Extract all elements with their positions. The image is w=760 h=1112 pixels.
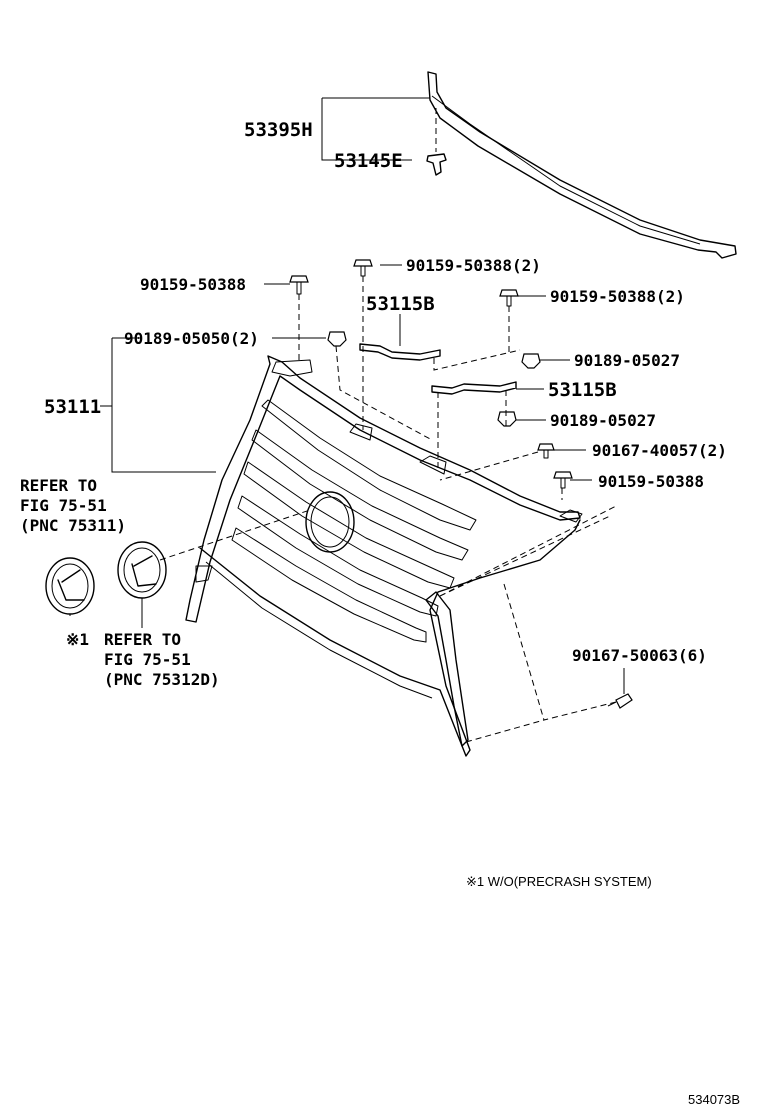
label-90167-50063-6: 90167-50063(6) xyxy=(572,646,707,665)
label-90189-05027-b: 90189-05027 xyxy=(550,411,656,430)
label-53115b-lower: 53115B xyxy=(548,379,617,401)
clip-90189-05050 xyxy=(327,331,347,347)
label-90159-50388-2-top: 90159-50388(2) xyxy=(406,256,541,275)
refer-left-line3: (PNC 75311) xyxy=(20,516,126,535)
seal-strip xyxy=(427,71,737,259)
screw-90167-50063 xyxy=(607,693,633,709)
refer-right-line3: (PNC 75312D) xyxy=(104,670,220,689)
label-53395h: 53395H xyxy=(244,119,313,141)
emblem-75312d xyxy=(117,541,167,599)
bracket-53115b-lower xyxy=(431,381,517,395)
refer-right-line1: REFER TO xyxy=(104,630,181,649)
label-90159-50388-left: 90159-50388 xyxy=(140,275,246,294)
emblem-75311 xyxy=(45,557,95,615)
label-90189-05050-2: 90189-05050(2) xyxy=(124,329,259,348)
label-53111: 53111 xyxy=(44,396,101,418)
refer-left-line2: FIG 75-51 xyxy=(20,496,107,515)
footnote: ※1 W/O(PRECRASH SYSTEM) xyxy=(466,874,652,889)
refer-left-line1: REFER TO xyxy=(20,476,97,495)
bolt-90159-lower xyxy=(553,471,573,489)
bolt-90159-right xyxy=(499,289,519,307)
refer-right-line2: FIG 75-51 xyxy=(104,650,191,669)
clip-90189-05027-b xyxy=(497,411,517,427)
label-90159-50388-2-right: 90159-50388(2) xyxy=(550,287,685,306)
label-90167-40057-2: 90167-40057(2) xyxy=(592,441,727,460)
label-53145e: 53145E xyxy=(334,150,403,172)
bolt-90159-left xyxy=(289,275,309,295)
refer-right-mark: ※1 xyxy=(66,630,89,649)
screw-90167-40057 xyxy=(537,443,555,459)
label-90189-05027-a: 90189-05027 xyxy=(574,351,680,370)
label-90159-50388-lower: 90159-50388 xyxy=(598,472,704,491)
bolt-90159-top xyxy=(353,259,373,277)
bracket-53115b-upper xyxy=(359,343,441,361)
clip-90189-05027-a xyxy=(521,353,541,369)
label-53115b-upper: 53115B xyxy=(366,293,435,315)
figure-id: 534073B xyxy=(688,1092,740,1107)
clip-53145e xyxy=(426,153,447,176)
grille-body xyxy=(185,355,583,757)
